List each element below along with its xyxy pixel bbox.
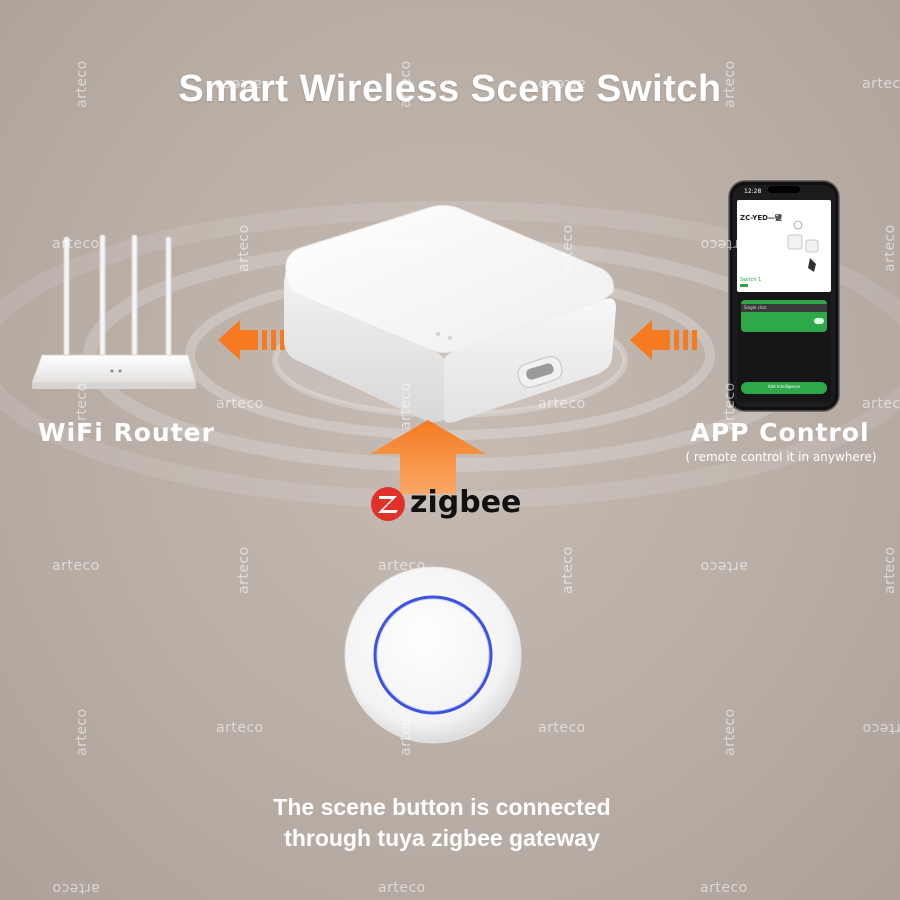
footer-line-2: through tuya zigbee gateway (284, 825, 600, 851)
watermark: arteco (216, 720, 264, 736)
arrow-left-icon (630, 320, 697, 360)
watermark: arteco (538, 396, 586, 412)
watermark: arteco (700, 236, 748, 252)
smartphone-image: 12:28 ZC-YED—键 Switch 1 Single click Add… (728, 180, 840, 412)
watermark: arteco (882, 224, 898, 272)
watermark: arteco (236, 546, 252, 594)
watermark: arteco (378, 880, 426, 896)
watermark: arteco (722, 60, 738, 108)
watermark: arteco (52, 558, 100, 574)
watermark: arteco (74, 382, 90, 430)
watermark: arteco (560, 546, 576, 594)
wifi-router-image (31, 234, 197, 389)
watermark: arteco (538, 720, 586, 736)
watermark: arteco (722, 708, 738, 756)
scene-button-image (344, 566, 522, 744)
phone-add-button[interactable]: Add Intelligence (767, 384, 801, 389)
app-control-sublabel: ( remote control it in anywhere) (685, 450, 877, 464)
watermark: arteco (560, 224, 576, 272)
watermark: arteco (398, 60, 414, 108)
zigbee-gateway-image (284, 205, 616, 423)
watermark: arteco (52, 880, 100, 896)
footer-caption: The scene button is connected through tu… (0, 792, 884, 854)
zigbee-logo-icon (371, 487, 405, 521)
watermark: arteco (862, 76, 900, 92)
watermark: arteco (398, 708, 414, 756)
watermark: arteco (722, 382, 738, 430)
phone-section-label: Switch 1 (740, 277, 762, 283)
watermark: arteco (538, 76, 586, 92)
watermark: arteco (862, 396, 900, 412)
phone-device-title: ZC-YED—键 (740, 214, 782, 222)
watermark: arteco (74, 60, 90, 108)
watermark: arteco (700, 880, 748, 896)
watermark: arteco (376, 236, 424, 252)
zigbee-label: zigbee (410, 485, 522, 520)
app-control-label: APP Control (690, 418, 870, 447)
page-title: Smart Wireless Scene Switch (178, 68, 722, 110)
phone-card-label: Single click (744, 305, 767, 310)
watermark: arteco (216, 396, 264, 412)
phone-frame (728, 180, 840, 412)
arrow-up-icon (370, 420, 486, 494)
watermark: arteco (378, 558, 426, 574)
watermark: arteco (74, 708, 90, 756)
footer-line-1: The scene button is connected (273, 794, 611, 820)
watermark: arteco (700, 558, 748, 574)
arrow-left-icon (218, 320, 285, 360)
watermark: arteco (398, 382, 414, 430)
router-label: WiFi Router (38, 418, 215, 447)
watermark: arteco (236, 224, 252, 272)
watermark: arteco (882, 546, 898, 594)
watermark: arteco (214, 76, 262, 92)
watermark: arteco (52, 236, 100, 252)
watermark: arteco (862, 720, 900, 736)
phone-time: 12:28 (744, 188, 762, 195)
